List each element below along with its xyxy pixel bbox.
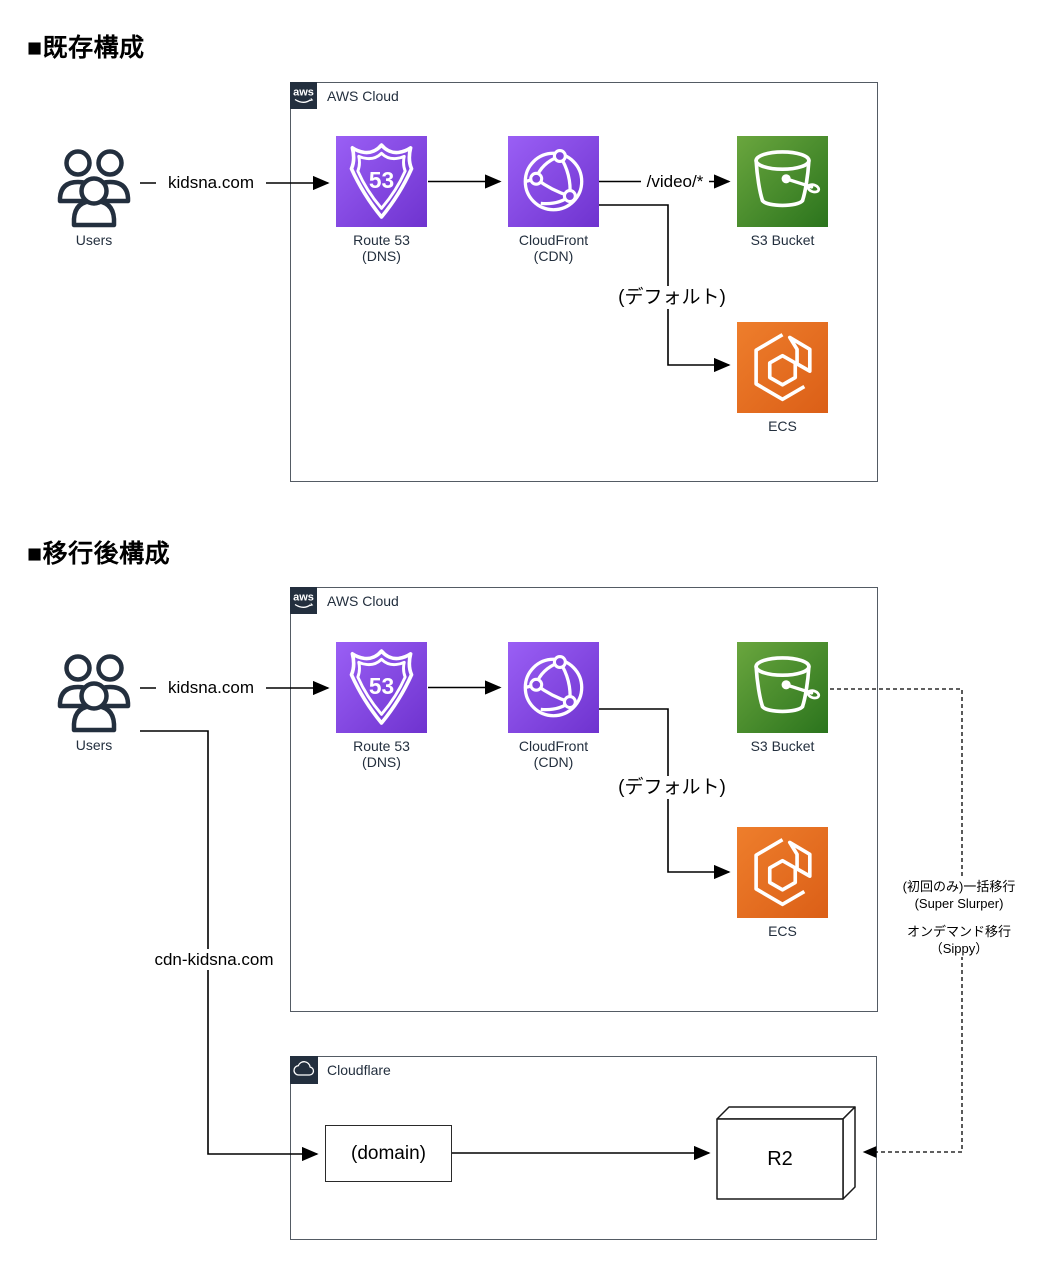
cloudfront-icon [508, 642, 599, 733]
svg-text:53: 53 [369, 673, 394, 699]
users-node: Users [48, 645, 140, 753]
r2-box: R2 [715, 1105, 856, 1200]
ecs-node: ECS [737, 827, 828, 939]
edge-label-default-migrated: (デフォルト) [610, 776, 734, 799]
cloudflare-label: Cloudflare [327, 1062, 391, 1078]
ecs-node: ECS [737, 322, 828, 434]
s3-node: S3 Bucket [737, 642, 828, 754]
route53-node-label: Route 53(DNS) [353, 232, 410, 264]
ondemand-migration-label: オンデマンド移行 [906, 924, 1011, 939]
r2-label: R2 [767, 1148, 793, 1170]
section-title-migrated: ■移行後構成 [27, 540, 171, 568]
s3-node-label: S3 Bucket [750, 738, 815, 754]
cloudfront-node-label: CloudFront(CDN) [518, 738, 589, 770]
s3-bucket-icon [737, 136, 828, 227]
route53-icon: 53 [336, 136, 427, 227]
cloudfront-node: CloudFront(CDN) [508, 642, 599, 770]
s3-node: S3 Bucket [737, 136, 828, 248]
svg-text:aws: aws [293, 87, 314, 99]
aws-logo-icon: aws [290, 82, 317, 109]
cloudfront-icon [508, 136, 599, 227]
route53-node: 53 Route 53(DNS) [336, 136, 427, 264]
users-node-label: Users [75, 737, 113, 753]
aws-cloud-label: AWS Cloud [327, 593, 399, 609]
aws-cloud-label: AWS Cloud [327, 88, 399, 104]
ecs-node-label: ECS [768, 418, 797, 434]
ondemand-migration-tool: （Sippy） [929, 941, 989, 956]
edge-label-cdn-kidsna: cdn-kidsna.com [140, 949, 288, 970]
section-title-existing: ■既存構成 [27, 34, 145, 62]
bulk-migration-tool: (Super Slurper) [914, 896, 1004, 911]
ecs-icon [737, 322, 828, 413]
cloudfront-node-label: CloudFront(CDN) [518, 232, 589, 264]
aws-logo-icon: aws [290, 587, 317, 614]
route53-icon: 53 [336, 642, 427, 733]
s3-node-label: S3 Bucket [750, 232, 815, 248]
domain-box: (domain) [325, 1125, 452, 1182]
s3-bucket-icon [737, 642, 828, 733]
edge-label-default-existing: (デフォルト) [610, 286, 734, 309]
bulk-migration-label: (初回のみ)一括移行 [902, 879, 1016, 894]
ecs-icon [737, 827, 828, 918]
route53-node: 53 Route 53(DNS) [336, 642, 427, 770]
cloudflare-cloud-icon [290, 1056, 318, 1084]
edge-label-kidsna: kidsna.com [156, 172, 266, 193]
svg-text:aws: aws [293, 592, 314, 604]
edge-label-video-path: /video/* [641, 171, 709, 192]
svg-text:53: 53 [369, 167, 394, 193]
users-node-label: Users [75, 232, 113, 248]
migration-notes: (初回のみ)一括移行 (Super Slurper) オンデマンド移行 （Sip… [884, 878, 1034, 957]
cloudfront-node: CloudFront(CDN) [508, 136, 599, 264]
edge-label-kidsna: kidsna.com [156, 677, 266, 698]
route53-node-label: Route 53(DNS) [353, 738, 410, 770]
users-icon [57, 149, 131, 228]
users-icon [57, 654, 131, 733]
ecs-node-label: ECS [768, 923, 797, 939]
users-node: Users [48, 140, 140, 248]
